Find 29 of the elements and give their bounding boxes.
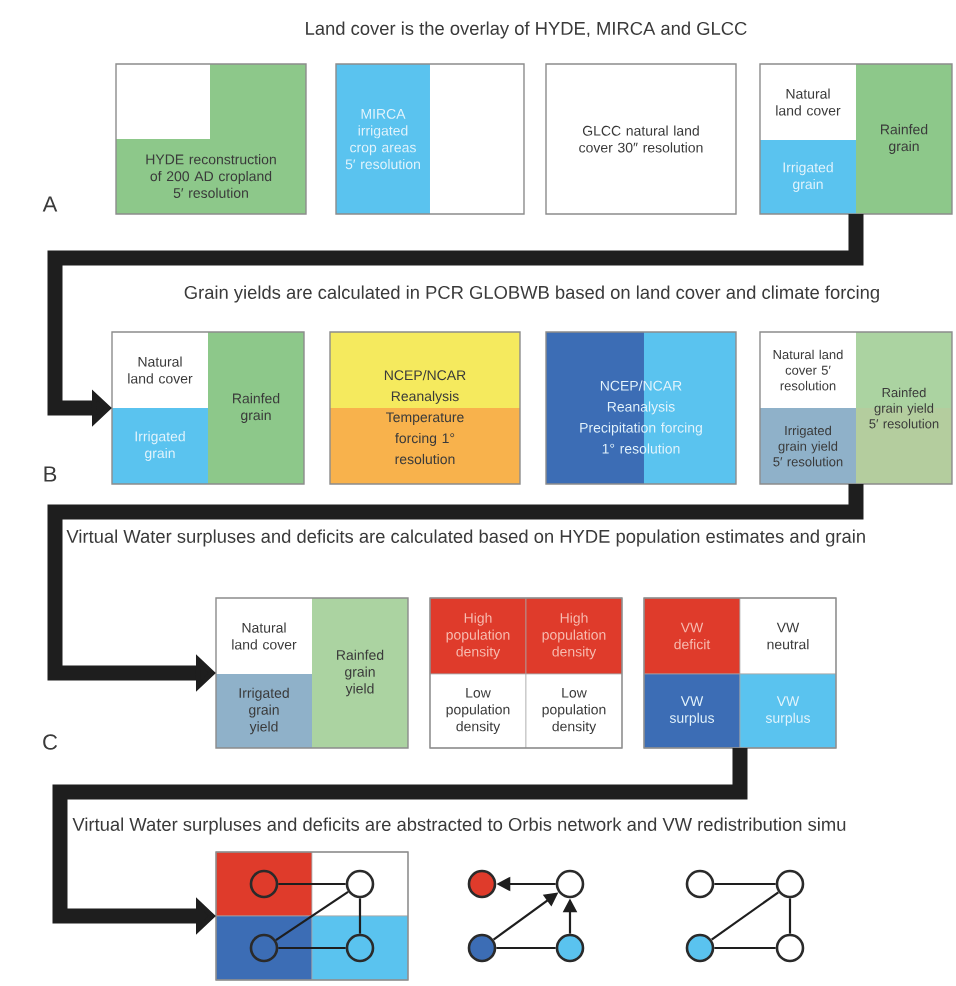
section-heading: Virtual Water surpluses and deficits are calculated based on HYDE population estimates and grain xyxy=(66,529,865,547)
network-node xyxy=(345,933,375,963)
section-heading: Virtual Water surpluses and deficits are abstracted to Orbis network and VW redistribution simu xyxy=(72,817,846,835)
section-heading: Land cover is the overlay of HYDE, MIRCA and GLCC xyxy=(306,21,747,39)
network-node xyxy=(685,933,715,963)
network-node xyxy=(775,869,805,899)
layer-tile xyxy=(215,851,409,981)
network-node xyxy=(555,933,585,963)
network-node xyxy=(467,933,497,963)
panel-letter: A xyxy=(42,196,58,212)
network-link xyxy=(496,946,556,950)
network-link xyxy=(278,882,346,886)
network-link xyxy=(788,898,792,934)
network-node xyxy=(249,869,279,899)
section-heading: Grain yields are calculated in PCR GLOBWB based on land cover and climate forcing xyxy=(184,285,879,303)
network-link xyxy=(714,946,776,950)
network-link xyxy=(711,891,779,941)
network-link xyxy=(278,946,346,950)
network-link xyxy=(275,891,349,941)
panel-letter: B xyxy=(44,466,57,482)
network-node xyxy=(467,869,497,899)
network-link xyxy=(714,882,776,886)
network-node xyxy=(555,869,585,899)
network-node xyxy=(685,869,715,899)
network-node xyxy=(345,869,375,899)
network-link xyxy=(358,898,362,934)
network-node xyxy=(249,933,279,963)
panel-letter: C xyxy=(43,734,58,750)
network-node xyxy=(775,933,805,963)
